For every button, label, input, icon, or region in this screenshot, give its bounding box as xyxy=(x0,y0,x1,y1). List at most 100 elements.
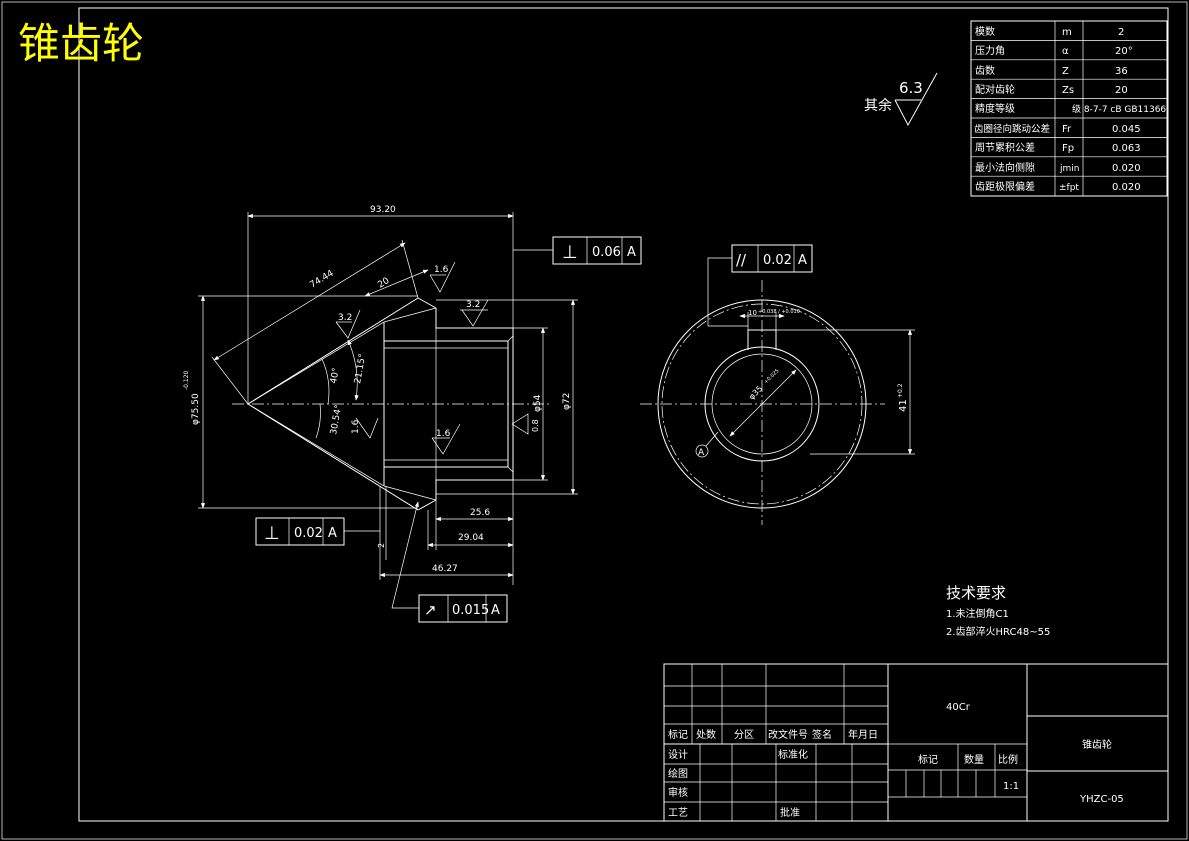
svg-text:1.6: 1.6 xyxy=(351,419,361,434)
param-name: 齿距极限偏差 xyxy=(975,180,1035,193)
tech-heading: 技术要求 xyxy=(946,584,1006,602)
tb-approve: 批准 xyxy=(780,806,800,819)
dim-length-93: 93.20 xyxy=(370,205,396,215)
tb-h-count: 处数 xyxy=(696,728,716,741)
roughness-mark: 3.2 xyxy=(460,299,489,327)
fcf-datum: A xyxy=(328,526,337,541)
tb-drawing-no: YHZC-05 xyxy=(1079,794,1124,805)
param-symbol: m xyxy=(1062,27,1072,38)
title-block: 标记 处数 分区 改文件号 签名 年月日 设计 标准化 绘图 审核 工艺 批准 … xyxy=(663,663,1169,822)
param-value: 级 8-7-7 cB GB11366 xyxy=(1072,103,1166,115)
tb-design: 设计 xyxy=(668,748,688,761)
tb-part-name: 锥齿轮 xyxy=(1082,738,1112,751)
param-value: 0.045 xyxy=(1112,124,1141,135)
fcf-tolerance: 0.02 xyxy=(294,526,323,541)
datum-label: A xyxy=(698,448,705,458)
outer-circle xyxy=(657,299,867,509)
tb-h-mark: 标记 xyxy=(668,729,688,741)
dim-dia-75-tol: -0.120 xyxy=(183,370,190,390)
param-name: 精度等级 xyxy=(975,102,1015,115)
svg-text:3.2: 3.2 xyxy=(338,313,352,323)
roughness-other-label: 其余 xyxy=(864,97,892,114)
param-value: 20 xyxy=(1115,85,1128,96)
svg-text:1.6: 1.6 xyxy=(434,265,449,275)
roughness-mark: 1.6 xyxy=(429,261,456,293)
tb-ratio: 比例 xyxy=(998,753,1018,766)
tech-item: 1.未注倒角C1 xyxy=(946,607,1009,620)
param-value: 2 xyxy=(1118,27,1124,38)
dim-len-46: 46.27 xyxy=(432,564,458,574)
fcf-tolerance: 0.015 xyxy=(452,603,489,618)
drawing-title: 锥齿轮 xyxy=(18,19,144,68)
dim-len-2: 2 xyxy=(377,543,386,548)
dim-angle-21: 21.15° xyxy=(353,353,368,385)
param-value: 0.020 xyxy=(1112,163,1141,174)
dim-height-tol: +0.2 xyxy=(897,383,904,398)
dim-len-25: 25.6 xyxy=(470,508,490,518)
param-name: 模数 xyxy=(975,25,995,38)
param-name: 齿圈径向跳动公差 xyxy=(974,123,1050,135)
dim-bore-tol: +0.025 xyxy=(763,368,780,385)
roughness-other: 其余 6.3 xyxy=(864,72,938,127)
fcf-datum: A xyxy=(798,253,807,268)
param-symbol: jmin xyxy=(1059,164,1079,174)
tb-review: 审核 xyxy=(668,786,688,799)
roughness-other-value: 6.3 xyxy=(899,79,923,97)
dim-face-width: 20 xyxy=(376,276,391,291)
dim-len-29: 29.04 xyxy=(458,533,484,543)
svg-text:1.6: 1.6 xyxy=(436,429,451,439)
param-name: 齿数 xyxy=(975,64,995,77)
tb-h-sign: 签名 xyxy=(812,728,832,741)
fcf-perpendicularity-bottom: ⊥ 0.02 A xyxy=(255,517,380,546)
tb-scale: 1:1 xyxy=(1003,781,1019,792)
fcf-symbol: ↗ xyxy=(424,601,437,619)
tech-item: 2.齿部淬火HRC48~55 xyxy=(946,625,1050,638)
dim-height: 41 xyxy=(898,399,909,412)
fcf-datum: A xyxy=(627,245,636,260)
dim-dia-72: φ72 xyxy=(562,393,572,410)
fcf-symbol: // xyxy=(736,251,747,269)
param-symbol: Z xyxy=(1062,66,1069,77)
roughness-mark: 1.6 xyxy=(431,423,461,455)
dim-dia-75: φ75.50 xyxy=(191,393,201,425)
dim-angle-40: 40° xyxy=(329,367,342,384)
tb-mark2: 标记 xyxy=(918,754,938,766)
roughness-mark: 1.6 xyxy=(351,417,379,439)
fcf-parallelism: // 0.02 A xyxy=(707,244,813,327)
param-value: 0.020 xyxy=(1112,182,1141,193)
svg-text:0.8: 0.8 xyxy=(531,419,540,432)
dim-cone-distance: 74.44 xyxy=(308,269,335,291)
left-section-view: 93.20 74.44 20 21.15° 40° 30.54° φ75.50 … xyxy=(183,205,642,623)
tech-requirements: 技术要求 1.未注倒角C1 2.齿部淬火HRC48~55 xyxy=(946,584,1050,638)
dim-keyway: 10 xyxy=(748,309,757,317)
param-value: 0.063 xyxy=(1112,143,1141,154)
svg-text:3.2: 3.2 xyxy=(466,300,480,310)
tb-process: 工艺 xyxy=(668,807,688,819)
tb-h-zone: 分区 xyxy=(734,729,754,741)
fcf-symbol: ⊥ xyxy=(264,523,280,544)
tb-h-doc: 改文件号 xyxy=(768,728,808,741)
param-symbol: Zs xyxy=(1062,85,1074,96)
param-symbol: Fp xyxy=(1062,143,1074,154)
inner-border xyxy=(78,7,1169,822)
dim-dia-54: φ54 xyxy=(533,394,543,412)
fcf-perpendicularity-top: ⊥ 0.06 A xyxy=(513,236,642,265)
param-name: 周节累积公差 xyxy=(975,141,1035,154)
roughness-mark: 3.2 xyxy=(335,309,361,339)
fcf-datum: A xyxy=(491,603,500,618)
fcf-tolerance: 0.02 xyxy=(763,253,792,268)
params-table: 模数 m 2 压力角 α 20° 齿数 Z 36 配对齿轮 Zs 20 精度等级… xyxy=(970,20,1168,197)
param-symbol: α xyxy=(1062,46,1069,57)
fcf-symbol: ⊥ xyxy=(562,242,578,263)
dim-angle-30: 30.54° xyxy=(329,404,344,436)
param-name: 压力角 xyxy=(975,44,1005,57)
tb-standard: 标准化 xyxy=(778,748,808,761)
param-symbol: ±fpt xyxy=(1059,183,1079,193)
param-value: 20° xyxy=(1115,46,1133,57)
tb-h-date: 年月日 xyxy=(848,728,878,741)
fcf-tolerance: 0.06 xyxy=(592,245,621,260)
datum-triangle: 0.8 xyxy=(511,413,540,435)
tb-count2: 数量 xyxy=(964,753,984,766)
